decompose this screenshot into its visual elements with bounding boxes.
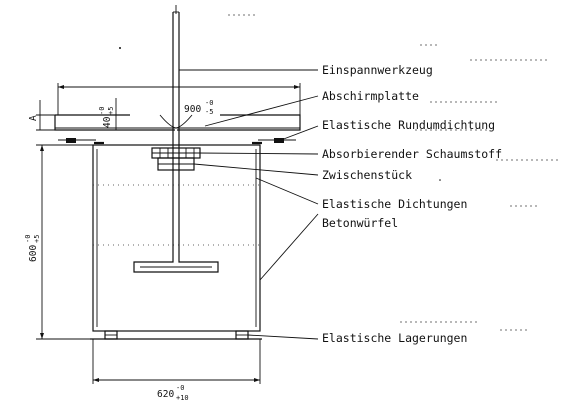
label-concrete-cube: Betonwürfel [322,216,398,230]
plate-width-value: 900 [184,104,201,115]
plate-thickness-tol-lower: +5 [107,107,115,115]
dimension-cube-width: 620 -0 +10 [157,384,189,402]
elastic-bearings [90,330,262,340]
scan-marks [119,14,560,331]
callout-labels: Einspannwerkzeug Abschirmplatte Elastisc… [322,63,502,345]
dimension-cube-height: 600 -0 +5 [24,235,41,262]
label-elastic-bearings: Elastische Lagerungen [322,331,467,345]
dimension-detail-marker: A [28,115,39,121]
shielding-plate [54,114,301,141]
dimension-plate-thickness: 40 -0 +5 [98,107,115,128]
clamping-tool [172,5,180,240]
spacer [157,157,195,171]
dimension-plate-width: 900 -0 -5 [184,99,213,116]
plate-width-tol-lower: -5 [205,108,213,116]
label-shielding-plate: Abschirmplatte [322,89,419,103]
detail-marker-a: A [28,115,39,121]
cube-width-tol-lower: +10 [176,394,189,402]
cube-width-value: 620 [157,389,174,400]
label-absorbing-foam: Absorbierender Schaumstoff [322,147,502,161]
label-elastic-seals: Elastische Dichtungen [322,197,467,211]
plate-thickness-tol-upper: -0 [98,107,106,115]
label-round-seal: Elastische Rundumdichtung [322,118,495,132]
cube-height-tol-lower: +5 [33,235,41,243]
cube-height-tol-upper: -0 [24,235,32,243]
round-seal [66,138,284,145]
absorbing-foam [151,147,201,159]
label-spacer: Zwischenstück [322,168,412,182]
dimension-lines [36,83,301,384]
cube-height-value: 600 [28,245,39,262]
plate-width-tol-upper: -0 [205,99,213,107]
label-clamping-tool: Einspannwerkzeug [322,63,433,77]
anchor-plate [133,240,219,273]
plate-thickness-value: 40 [102,116,113,128]
leader-lines [179,69,319,340]
concrete-cube [92,144,261,332]
cube-width-tol-upper: -0 [176,384,184,392]
